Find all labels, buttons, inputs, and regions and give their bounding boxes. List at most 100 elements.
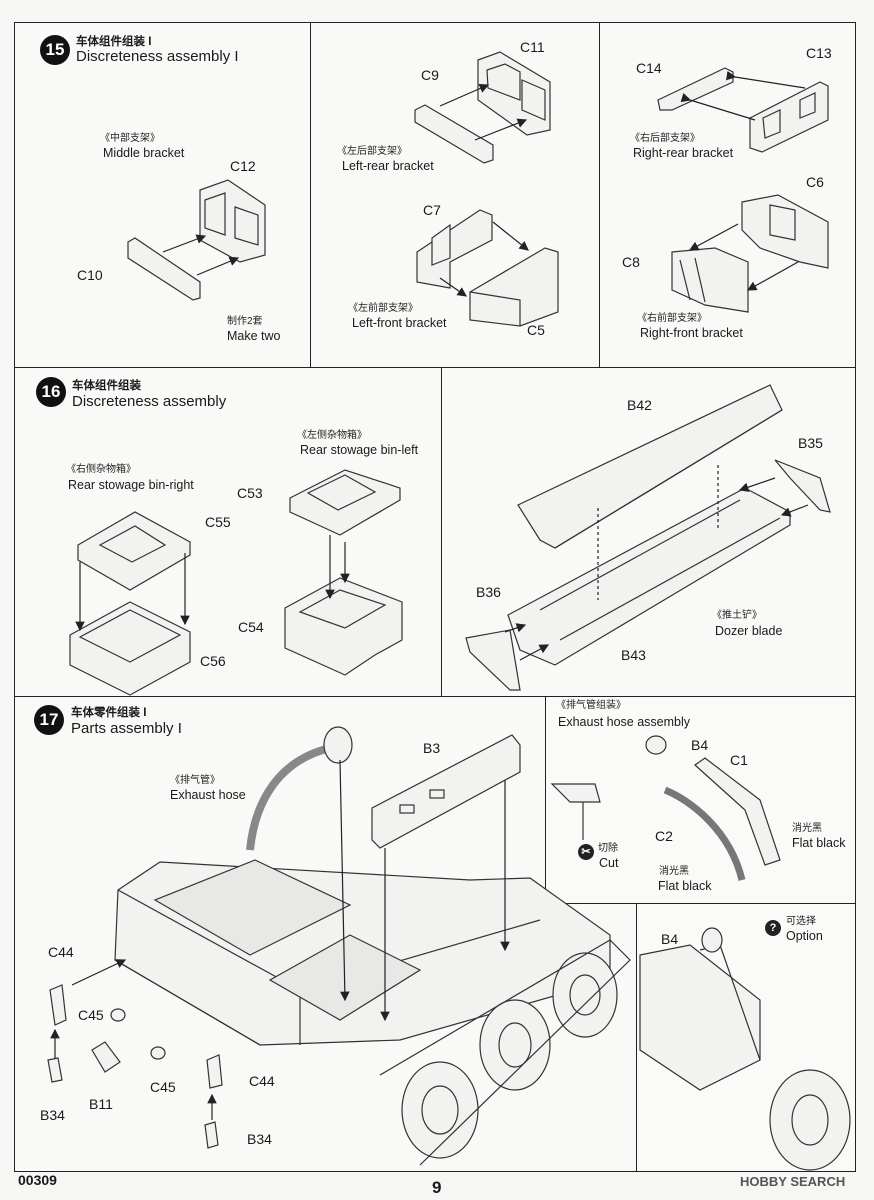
middle-bracket-label-en: Middle bracket bbox=[103, 146, 185, 160]
part-label-c55: C55 bbox=[205, 514, 231, 530]
part-label-c11: C11 bbox=[520, 39, 545, 55]
step16-title-en: Discreteness assembly bbox=[72, 393, 227, 410]
step16-title-cn: 车体组件组装 bbox=[72, 380, 141, 392]
exhaust-inset-c1-drawing bbox=[694, 757, 781, 866]
part-label-b43: B43 bbox=[621, 647, 646, 663]
make-two-en: Make two bbox=[227, 329, 281, 343]
right-rear-bracket-label-en: Right-rear bracket bbox=[633, 146, 734, 160]
part-b3-drawing bbox=[371, 734, 521, 849]
part-label-c7: C7 bbox=[423, 202, 441, 218]
bin-right-label-en: Rear stowage bin-right bbox=[68, 478, 194, 492]
part-label-c44-left: C44 bbox=[48, 944, 74, 960]
option-label-en: Option bbox=[786, 929, 823, 943]
part-label-c8: C8 bbox=[622, 254, 640, 270]
question-icon: ? bbox=[765, 920, 781, 936]
part-c44-right-drawing bbox=[206, 1054, 223, 1089]
middle-bracket-label-cn: 《中部支架》 bbox=[100, 133, 160, 144]
exhaust-hose-label-cn: 《排气管》 bbox=[170, 775, 220, 786]
part-label-c45-left: C45 bbox=[78, 1007, 104, 1023]
part-c9-drawing bbox=[414, 104, 494, 164]
part-label-c45-bottom: C45 bbox=[150, 1079, 176, 1095]
flat-black-label-cn-left: 消光黑 bbox=[659, 866, 689, 877]
dozer-blade-label-cn: 《推土铲》 bbox=[712, 610, 762, 621]
part-c7-drawing bbox=[416, 209, 493, 289]
dozer-blade-label-en: Dozer blade bbox=[715, 624, 783, 638]
step15-panel-middle bbox=[14, 22, 311, 368]
right-rear-bracket-label-cn: 《右后部支架》 bbox=[630, 133, 700, 144]
exhaust-hose-flange-drawing bbox=[323, 726, 353, 764]
part-label-b34-left: B34 bbox=[40, 1107, 65, 1123]
part-label-c5: C5 bbox=[527, 322, 545, 338]
part-c54-drawing bbox=[284, 577, 403, 676]
bin-left-label-cn: 《左侧杂物箱》 bbox=[297, 430, 367, 441]
left-front-bracket-label-cn: 《左前部支架》 bbox=[348, 303, 418, 314]
watermark-text: HOBBY SEARCH bbox=[740, 1174, 846, 1189]
part-b11-drawing bbox=[91, 1041, 121, 1073]
option-b4-drawing bbox=[701, 927, 723, 953]
part-c45-bottom-drawing bbox=[150, 1046, 166, 1060]
part-b34-right-drawing bbox=[204, 1121, 219, 1149]
exhaust-hose-label-en: Exhaust hose bbox=[170, 788, 246, 802]
part-c14-drawing bbox=[657, 67, 734, 111]
part-label-b36: B36 bbox=[476, 584, 501, 600]
part-b42-drawing bbox=[517, 384, 783, 549]
part-label-b3: B3 bbox=[423, 740, 441, 756]
cut-sprue-drawing bbox=[550, 783, 601, 840]
part-c10-drawing bbox=[127, 237, 201, 301]
step16-number-badge: 16 bbox=[36, 377, 66, 407]
part-label-b34-right: B34 bbox=[247, 1131, 272, 1147]
step17-title-cn: 车体零件组装 I bbox=[71, 707, 147, 719]
part-label-b42: B42 bbox=[627, 397, 652, 413]
flat-black-label-en-right: Flat black bbox=[792, 836, 846, 850]
bin-right-label-cn: 《右侧杂物箱》 bbox=[66, 464, 136, 475]
part-c11-drawing bbox=[477, 51, 551, 136]
left-front-bracket-label-en: Left-front bracket bbox=[352, 316, 447, 330]
part-label-c44-right: C44 bbox=[249, 1073, 275, 1089]
part-label-c9: C9 bbox=[421, 67, 439, 83]
part-label-c12: C12 bbox=[230, 158, 256, 174]
part-label-b4-option: B4 bbox=[661, 931, 679, 947]
option-label-cn: 可选择 bbox=[786, 916, 816, 927]
right-front-bracket-label-cn: 《右前部支架》 bbox=[637, 313, 707, 324]
part-label-c2: C2 bbox=[655, 828, 673, 844]
cut-label-cn: 切除 bbox=[598, 843, 618, 854]
exhaust-inset-b4-drawing bbox=[645, 735, 667, 755]
part-label-c54: C54 bbox=[238, 619, 264, 635]
part-b34-left-drawing bbox=[47, 1057, 63, 1083]
bin-left-label-en: Rear stowage bin-left bbox=[300, 443, 419, 457]
part-c56-drawing bbox=[69, 601, 191, 696]
step17-title-en: Parts assembly I bbox=[71, 720, 182, 737]
tank-hull-drawing bbox=[114, 859, 631, 1166]
part-label-c1: C1 bbox=[730, 752, 748, 768]
exhaust-assembly-label-en: Exhaust hose assembly bbox=[558, 715, 691, 729]
flat-black-label-en-left: Flat black bbox=[658, 879, 712, 893]
part-label-c14: C14 bbox=[636, 60, 662, 76]
step15-title-en: Discreteness assembly I bbox=[76, 48, 239, 65]
part-label-c13: C13 bbox=[806, 45, 832, 61]
part-c6-drawing bbox=[741, 194, 829, 269]
part-label-c10: C10 bbox=[77, 267, 103, 283]
part-label-c6: C6 bbox=[806, 174, 824, 190]
part-label-b4-inset: B4 bbox=[691, 737, 709, 753]
part-c45-left-drawing bbox=[110, 1008, 126, 1022]
page-number: 9 bbox=[432, 1178, 442, 1197]
part-c53-drawing bbox=[289, 469, 401, 536]
part-c55-drawing bbox=[77, 511, 191, 591]
part-c8-drawing bbox=[671, 247, 749, 313]
step17-number-badge: 17 bbox=[34, 705, 64, 735]
step15-number-badge: 15 bbox=[40, 35, 70, 65]
exhaust-assembly-label-cn: 《排气管组装》 bbox=[556, 700, 626, 711]
product-code: 00309 bbox=[18, 1172, 57, 1188]
right-front-bracket-label-en: Right-front bracket bbox=[640, 326, 743, 340]
part-b35-drawing bbox=[774, 459, 831, 513]
left-rear-bracket-label-en: Left-rear bracket bbox=[342, 159, 434, 173]
left-rear-bracket-label-cn: 《左后部支架》 bbox=[337, 146, 407, 157]
cut-label-en: Cut bbox=[599, 856, 619, 870]
part-label-c53: C53 bbox=[237, 485, 263, 501]
make-two-cn: 制作2套 bbox=[227, 316, 263, 327]
part-b36-drawing bbox=[465, 629, 521, 691]
part-label-c56: C56 bbox=[200, 653, 226, 669]
part-label-b35: B35 bbox=[798, 435, 823, 451]
part-c5-drawing bbox=[469, 247, 559, 327]
